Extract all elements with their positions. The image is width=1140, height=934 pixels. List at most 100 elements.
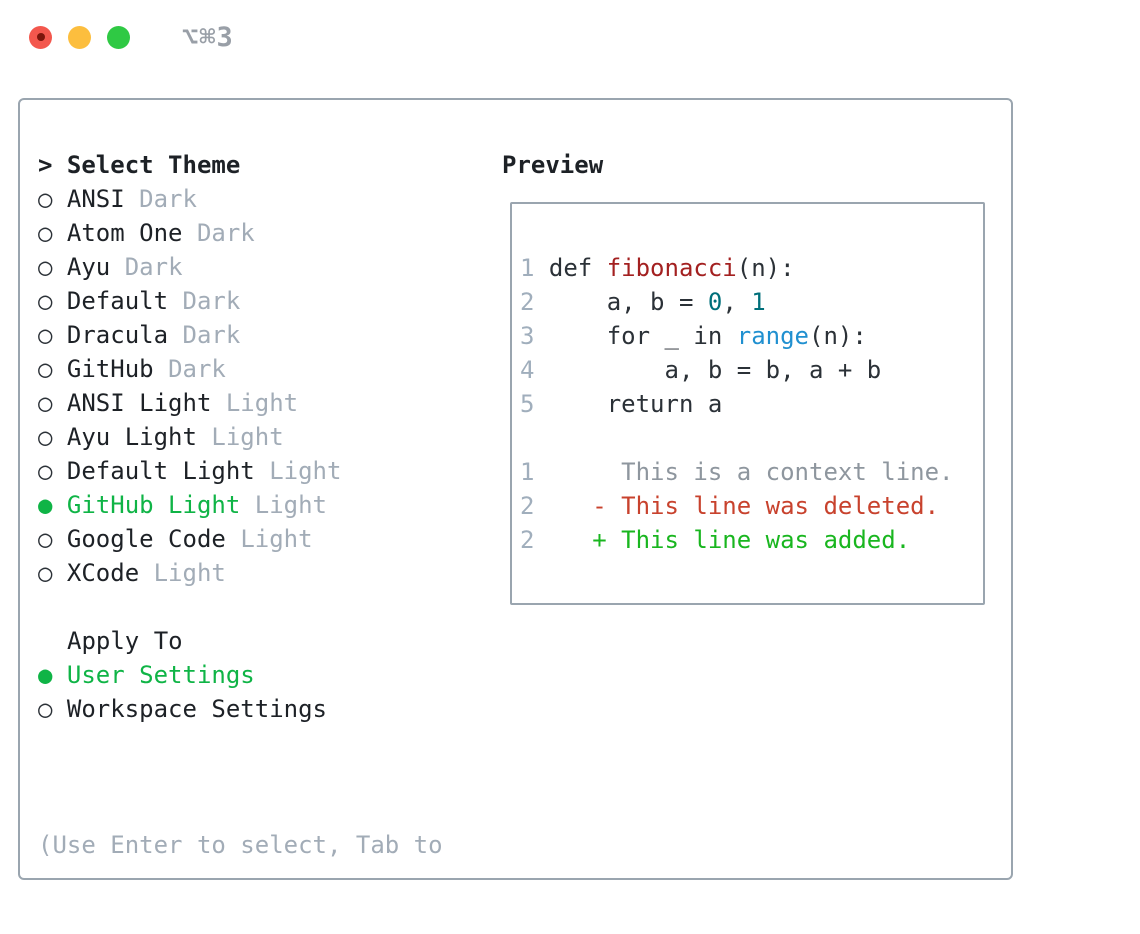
code-segment: , [722,288,752,316]
line-number: 1 [520,254,549,282]
theme-option-label: GitHub [66,355,154,383]
radio-selected-icon: ● [38,491,53,519]
code-segment: a, b = [548,288,708,316]
line-number: 5 [520,390,549,418]
theme-option[interactable]: ○ GitHub Dark [38,352,443,386]
radio-unselected-icon: ○ [38,389,53,417]
theme-variant-label: Light [225,389,299,417]
apply-to-option[interactable]: ○ Workspace Settings [38,692,443,726]
theme-option[interactable]: ○ Ayu Light Light [38,420,443,454]
code-segment: (n): [736,254,795,282]
theme-option[interactable]: ○ ANSI Dark [38,182,443,216]
code-line: 4 a, b = b, a + b [520,353,983,387]
radio-unselected-icon: ○ [38,287,53,315]
theme-option-label: XCode [66,559,140,587]
code-segment: for _ in [548,322,737,350]
close-button[interactable] [29,25,52,49]
code-segment: (n): [809,322,867,350]
minimize-button[interactable] [68,25,91,49]
theme-option[interactable]: ○ Google Code Light [38,522,443,556]
radio-unselected-icon: ○ [38,219,53,247]
theme-variant-label: Dark [196,219,255,247]
theme-variant-label: Light [153,559,226,587]
theme-option[interactable]: ○ Dracula Dark [38,318,443,352]
theme-variant-label: Light [269,457,342,485]
radio-unselected-icon: ○ [38,185,53,213]
theme-option[interactable]: ○ Atom One Dark [38,216,443,250]
code-segment: + This line was added. [548,526,911,554]
theme-option-label: ANSI [66,185,125,213]
close-dot-icon [36,33,45,41]
code-segment: - This line was deleted. [548,492,940,520]
apply-to-option[interactable]: ● User Settings [38,658,443,692]
hint-text: (Use Enter to select, Tab to change focu… [38,760,443,934]
line-number: 2 [520,526,549,554]
theme-option-label: GitHub Light [66,491,241,519]
code-line: 1 This is a context line. [520,455,983,489]
radio-unselected-icon: ○ [38,321,53,349]
theme-list: ○ ANSI Dark○ Atom One Dark○ Ayu Dark○ De… [38,182,443,590]
code-line [520,421,983,455]
theme-option-label: Default Light [66,457,255,485]
radio-unselected-icon: ○ [38,457,53,485]
spacer [38,726,443,760]
code-segment: 1 [751,288,766,316]
main-panel: > Select Theme ○ ANSI Dark○ Atom One Dar… [18,98,1013,934]
code-segment: return a [548,390,723,418]
line-number: 2 [520,492,549,520]
apply-to-header: Apply To [67,624,443,658]
theme-option-label: Google Code [66,525,226,553]
code-segment: a, b = b, a + b [548,356,882,384]
code-segment: fibonacci [606,254,737,282]
code-line: 2 - This line was deleted. [520,489,983,523]
line-number: 1 [520,458,549,486]
theme-variant-label: Light [254,491,327,519]
theme-picker: > Select Theme ○ ANSI Dark○ Atom One Dar… [38,148,443,934]
code-line: 1 def fibonacci(n): [520,251,983,285]
zoom-button[interactable] [107,25,130,49]
theme-option-label: Ayu [66,253,111,281]
theme-option[interactable]: ● GitHub Light Light [38,488,443,522]
theme-option[interactable]: ○ Default Dark [38,284,443,318]
code-segment: range [736,322,809,350]
theme-option[interactable]: ○ Ayu Dark [38,250,443,284]
theme-variant-label: Dark [124,253,183,281]
theme-option[interactable]: ○ ANSI Light Light [38,386,443,420]
theme-option[interactable]: ○ XCode Light [38,556,443,590]
code-segment: def [548,254,607,282]
theme-variant-label: Dark [139,185,197,213]
apply-to-title: Apply To [67,627,183,655]
hint-line: (Use Enter to select, Tab to [38,831,443,859]
apply-to-option-label: User Settings [66,661,255,689]
hint-line: change focus) [38,930,443,934]
theme-picker-title: Select Theme [66,151,241,179]
line-number: 2 [520,288,549,316]
spacer [38,590,443,624]
theme-option-label: Dracula [66,321,169,349]
theme-variant-label: Light [211,423,284,451]
theme-option-label: Ayu Light [66,423,197,451]
theme-variant-label: Dark [168,355,226,383]
radio-unselected-icon: ○ [38,423,53,451]
theme-variant-label: Dark [182,287,241,315]
theme-option[interactable]: ○ Default Light Light [38,454,443,488]
selection-caret-icon: > [38,151,53,179]
code-line: 2 + This line was added. [520,523,983,557]
window-title: ⌥⌘3 [182,21,234,53]
radio-selected-icon: ● [38,661,53,689]
radio-unselected-icon: ○ [38,695,53,723]
apply-to-option-label: Workspace Settings [66,695,327,723]
code-segment: This is a context line. [548,458,954,486]
code-line: 5 return a [520,387,983,421]
radio-unselected-icon: ○ [38,253,53,281]
theme-option-label: Atom One [66,219,183,247]
theme-variant-label: Light [240,525,313,553]
code-line: 2 a, b = 0, 1 [520,285,983,319]
theme-picker-header: > Select Theme [38,148,443,182]
radio-unselected-icon: ○ [38,355,53,383]
radio-unselected-icon: ○ [38,525,53,553]
theme-option-label: Default [66,287,169,315]
